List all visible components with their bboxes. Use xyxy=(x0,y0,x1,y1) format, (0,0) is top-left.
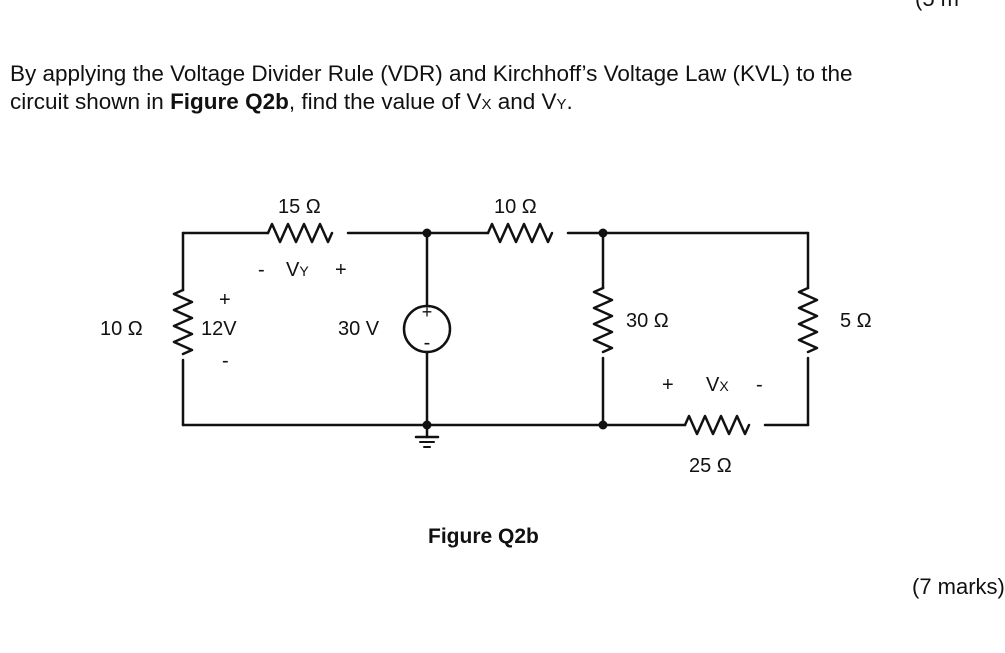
label-r-left: 10 Ω xyxy=(100,318,143,340)
resistor-left xyxy=(172,288,194,356)
source-mid-minus: - xyxy=(424,332,431,354)
vx-label: VX xyxy=(706,374,729,396)
marks-label: (7 marks) xyxy=(912,574,1005,599)
question-text: By applying the Voltage Divider Rule (VD… xyxy=(10,60,960,119)
source-left-minus: - xyxy=(222,350,229,372)
junction-node xyxy=(422,228,432,238)
label-r-top-right: 10 Ω xyxy=(494,196,537,218)
vy-label: VY xyxy=(286,259,309,281)
resistor-bottom xyxy=(683,414,751,436)
source-left-value: 12V xyxy=(201,318,237,340)
source-left-plus: + xyxy=(219,289,231,311)
figure-caption: Figure Q2b xyxy=(428,525,539,548)
question-line-2: circuit shown in Figure Q2b, find the va… xyxy=(10,89,573,114)
resistor-top-left xyxy=(266,222,334,244)
resistor-top-right xyxy=(486,222,554,244)
resistor-30ohm xyxy=(592,286,614,354)
source-mid-value: 30 V xyxy=(338,318,380,340)
resistor-5ohm xyxy=(797,286,819,354)
figure-reference: Figure Q2b xyxy=(170,89,289,114)
vy-minus: - xyxy=(258,259,265,281)
junction-node xyxy=(422,420,432,430)
question-line-1: By applying the Voltage Divider Rule (VD… xyxy=(10,61,853,86)
label-r-mid: 30 Ω xyxy=(626,310,669,332)
junction-node xyxy=(598,228,608,238)
vy-plus: + xyxy=(335,259,347,281)
source-mid-plus: + xyxy=(422,302,433,322)
label-r-top-left: 15 Ω xyxy=(278,196,321,218)
ground-icon xyxy=(414,435,440,448)
label-r-right: 5 Ω xyxy=(840,310,872,332)
vx-minus: - xyxy=(756,374,763,396)
vx-plus: + xyxy=(662,374,674,396)
circuit-diagram: + - 15 Ω 10 Ω - VY + 10 Ω + 12V - 30 V 3… xyxy=(100,196,872,477)
label-r-bottom: 25 Ω xyxy=(689,455,732,477)
marks-fragment-top: (5 m xyxy=(915,0,959,12)
junction-node xyxy=(598,420,608,430)
